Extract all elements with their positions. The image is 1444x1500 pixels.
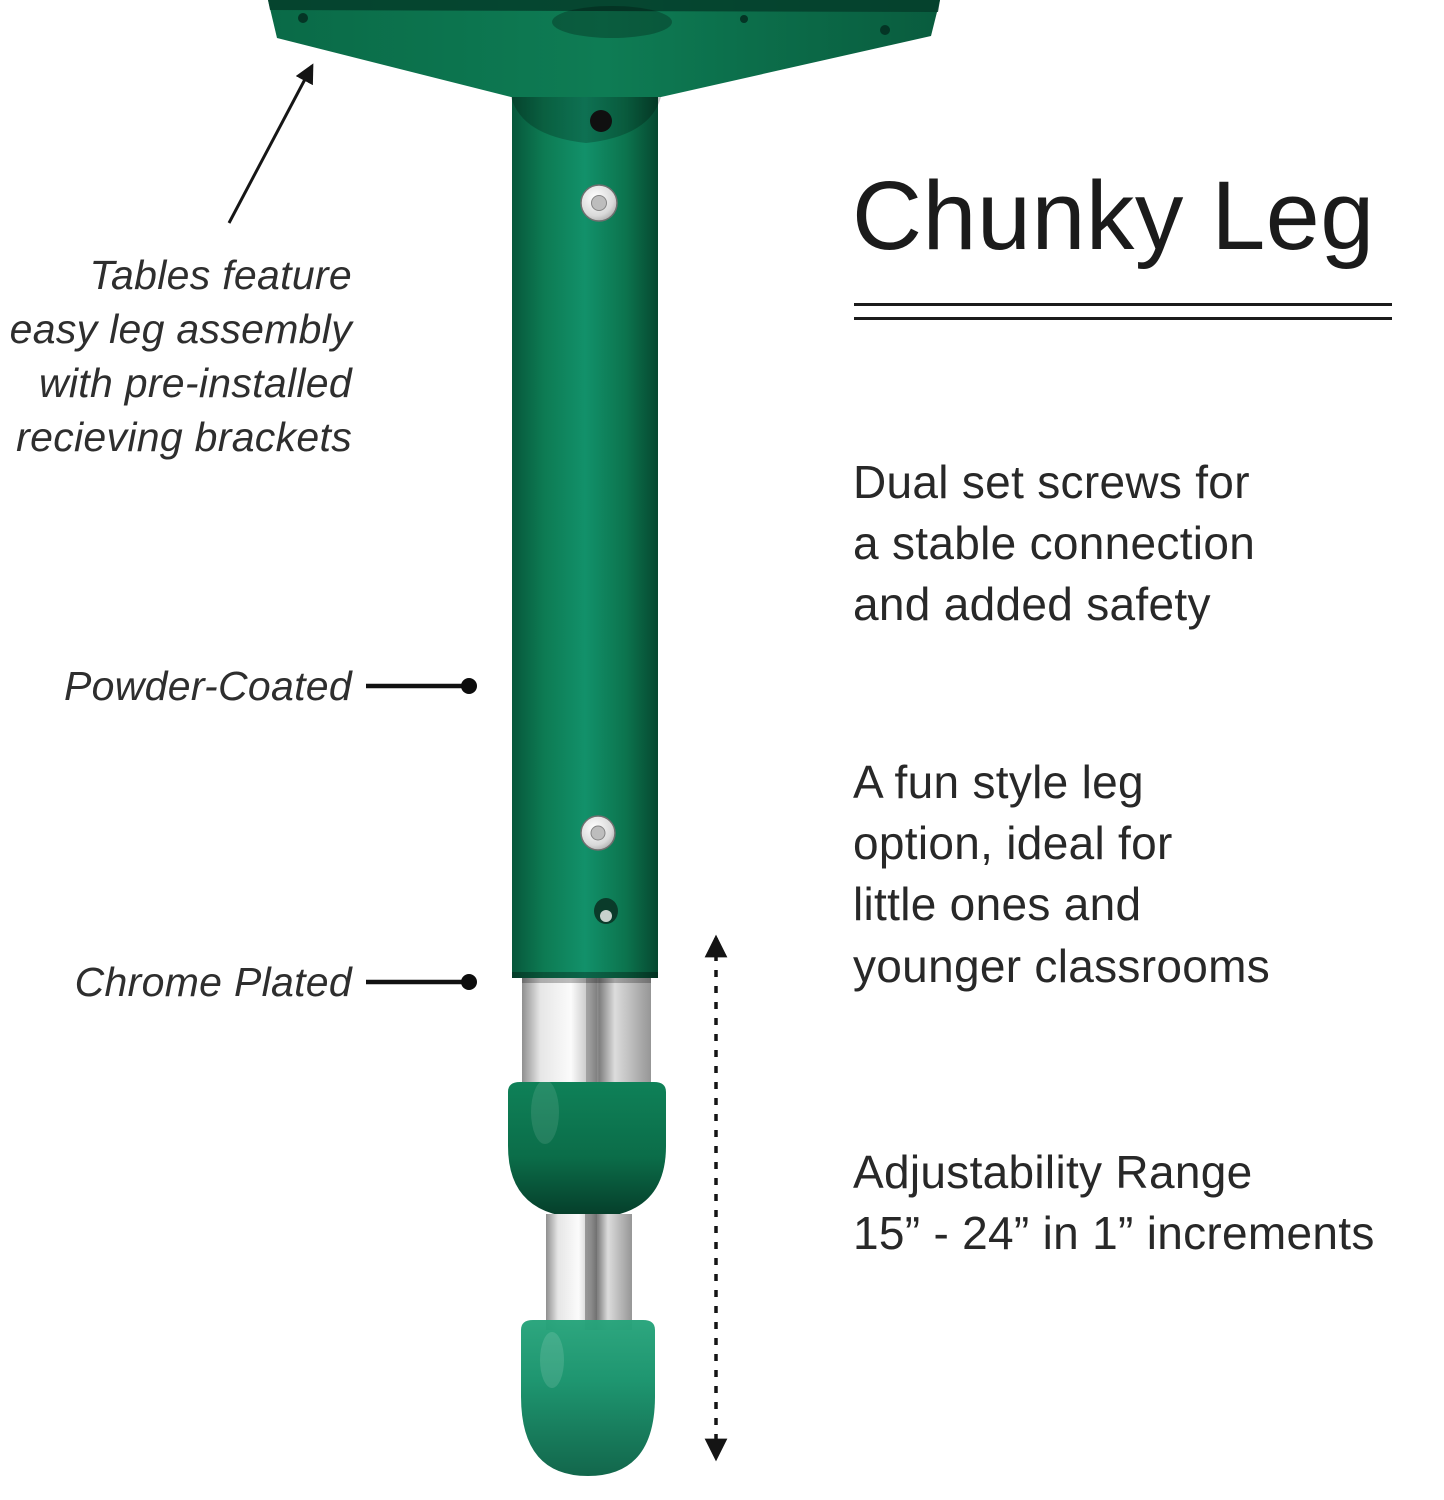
mounting-plate [268,0,940,97]
plate-hole [298,13,308,23]
bracket-shadow [511,97,661,143]
assembly-note: Tables feature easy leg assembly with pr… [9,252,352,461]
plate-hole [880,25,890,35]
plate-center-slot [552,6,672,38]
assembly-arrow [227,63,314,224]
set-screw-hole-top [590,110,612,132]
powder-callout-line [366,678,477,694]
adjustment-collar [508,1080,666,1218]
feature-fun-style: A fun style leg option, ideal for little… [853,756,1271,992]
chrome-callout-line [366,974,477,990]
set-screw-hole-bottom [594,898,618,924]
powder-callout-dot [461,678,477,694]
title-underline [854,303,1392,320]
set-screw-top [580,184,618,222]
column-bottom-edge [512,972,658,978]
plate-hole [740,15,748,23]
chrome-callout-dot [461,974,477,990]
feature-dual-set-screws: Dual set screws for a stable connection … [853,456,1256,631]
chrome-plated-tube-upper [522,978,651,1084]
feature-adjustability-range: Adjustability Range 15” - 24” in 1” incr… [853,1146,1375,1260]
powder-coated-label: Powder-Coated [63,663,352,709]
product-title: Chunky Leg [852,161,1375,270]
set-screw-bottom [580,815,616,851]
chrome-plated-tube-lower [546,1214,632,1330]
foot-cap [521,1320,655,1476]
plate-edge [268,0,940,12]
chrome-plated-label: Chrome Plated [74,959,352,1005]
